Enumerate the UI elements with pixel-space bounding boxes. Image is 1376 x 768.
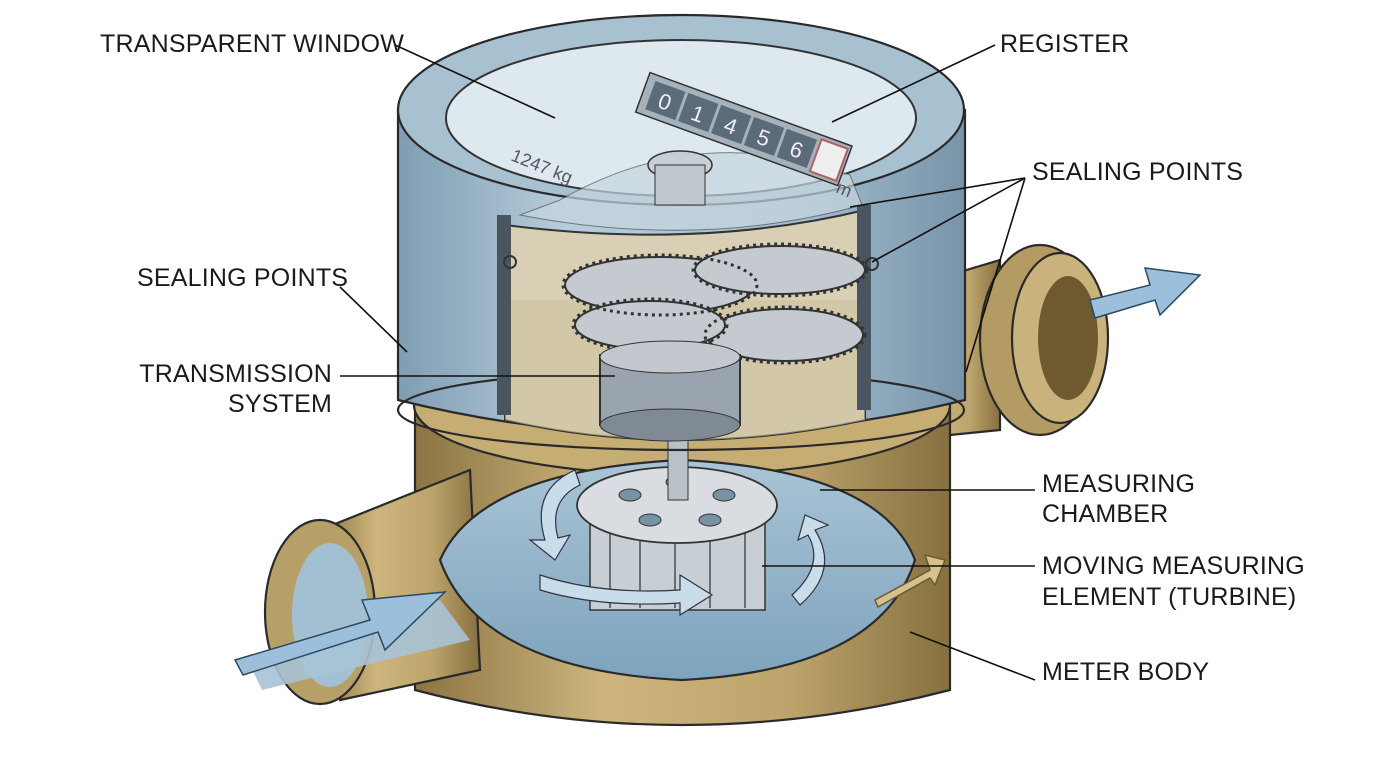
register-counter: 0 1 4 5 6 (634, 71, 854, 187)
turbine (528, 439, 830, 617)
leader-lines (339, 44, 1036, 681)
label-turbine: MOVING MEASURING (1042, 552, 1305, 580)
label-transmission-system-line2: SYSTEM (228, 390, 332, 418)
seal-wire-icon (503, 255, 517, 269)
label-measuring-chamber: MEASURING (1042, 470, 1195, 498)
label-sealing-points-left: SEALING POINTS (137, 264, 348, 292)
flow-direction-mark-icon (874, 553, 947, 609)
label-transmission-system: TRANSMISSION (139, 360, 332, 388)
rotation-arrow-icon (528, 469, 581, 561)
dial-unit: m (834, 177, 855, 201)
label-measuring-chamber-line2: CHAMBER (1042, 500, 1168, 528)
inflow-arrow-icon (233, 591, 448, 676)
label-transparent-window: TRANSPARENT WINDOW (100, 30, 404, 58)
rotation-arrow-icon (791, 514, 830, 606)
label-register: REGISTER (1000, 30, 1129, 58)
transmission-gears (564, 245, 866, 362)
label-meter-body: METER BODY (1042, 658, 1209, 686)
label-sealing-points-right: SEALING POINTS (1032, 158, 1243, 186)
seal-wire-icon (865, 257, 879, 271)
register-housing: 0 1 4 5 6 1247 kg m (396, 13, 967, 452)
label-turbine-line2: ELEMENT (TURBINE) (1042, 583, 1296, 611)
outflow-arrow-icon (1089, 267, 1202, 319)
flow-arrow-icon (539, 573, 714, 617)
